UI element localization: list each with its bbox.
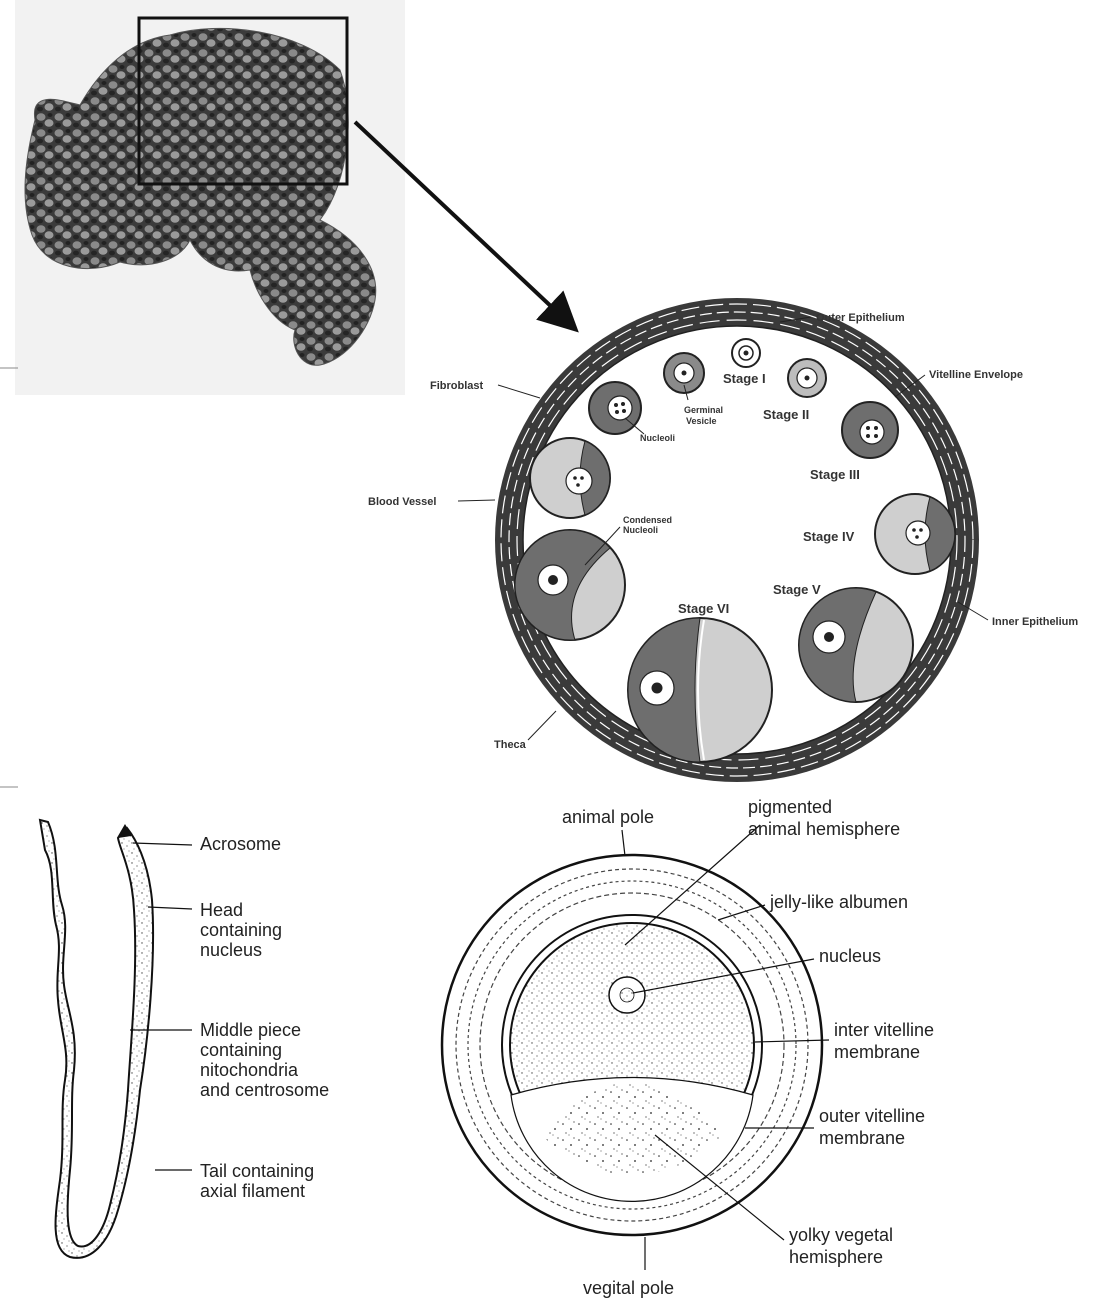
oocyte-stage-5	[799, 588, 913, 702]
label-stage-1: Stage I	[723, 371, 766, 386]
oocyte-stage-1	[732, 339, 760, 367]
label-inter-vitelline: inter vitelline	[834, 1020, 934, 1040]
label-outer-vitelline-membrane: membrane	[819, 1128, 905, 1148]
label-head-containing: containing	[200, 920, 282, 940]
label-middle-centrosome: and centrosome	[200, 1080, 329, 1100]
label-animal-pole: animal pole	[562, 807, 654, 827]
oocyte-germinal	[664, 353, 704, 393]
label-stage-4: Stage IV	[803, 529, 855, 544]
label-stage-6: Stage VI	[678, 601, 729, 616]
oocyte-stage-2	[788, 359, 826, 397]
egg-diagram: animal pole pigmented animal hemisphere …	[442, 797, 934, 1298]
label-acrosome: Acrosome	[200, 834, 281, 854]
label-vesicle: Vesicle	[686, 416, 717, 426]
oocyte-stage-left-mid	[530, 438, 610, 518]
label-germinal: Germinal	[684, 405, 723, 415]
label-head-nucleus: nucleus	[200, 940, 262, 960]
label-stage-3: Stage III	[810, 467, 860, 482]
label-yolky-vegetal: yolky vegetal	[789, 1225, 893, 1245]
label-middle-mito: nitochondria	[200, 1060, 299, 1080]
oocyte-stage-6	[628, 618, 772, 762]
label-stage-2: Stage II	[763, 407, 809, 422]
label-fibroblast: Fibroblast	[430, 380, 484, 392]
oocyte-nucleoli	[589, 382, 641, 434]
label-jelly-albumen: jelly-like albumen	[769, 892, 908, 912]
label-tail: Tail containing	[200, 1161, 314, 1181]
label-stage-5: Stage V	[773, 582, 821, 597]
label-vegital-pole: vegital pole	[583, 1278, 674, 1298]
label-theca: Theca	[494, 739, 527, 751]
label-nucleoli: Nucleoli	[640, 433, 675, 443]
ovary-section-diagram: Outer Epithelium Vitelline Envelope Fibr…	[368, 298, 1078, 782]
label-middle-piece: Middle piece	[200, 1020, 301, 1040]
label-head: Head	[200, 900, 243, 920]
label-outer-vitelline: outer vitelline	[819, 1106, 925, 1126]
label-nucleus: nucleus	[819, 946, 881, 966]
label-middle-containing: containing	[200, 1040, 282, 1060]
label-vitelline-envelope: Vitelline Envelope	[929, 369, 1023, 381]
label-condensed: Condensed	[623, 515, 672, 525]
oocyte-condensed	[515, 530, 625, 640]
label-yolky-hemisphere: hemisphere	[789, 1247, 883, 1267]
label-tail-filament: axial filament	[200, 1181, 305, 1201]
label-condensed-nucleoli: Nucleoli	[623, 525, 658, 535]
label-inner-epithelium: Inner Epithelium	[992, 616, 1078, 628]
oocyte-stage-4	[875, 494, 955, 574]
label-outer-epithelium: Outer Epithelium	[816, 312, 905, 324]
label-animal-hemisphere: animal hemisphere	[748, 819, 900, 839]
sperm-diagram: Acrosome Head containing nucleus Middle …	[40, 820, 329, 1258]
label-blood-vessel: Blood Vessel	[368, 496, 436, 508]
label-pigmented: pigmented	[748, 797, 832, 817]
oocyte-stage-3	[842, 402, 898, 458]
label-inter-vitelline-membrane: membrane	[834, 1042, 920, 1062]
ovary-photo	[15, 0, 405, 395]
